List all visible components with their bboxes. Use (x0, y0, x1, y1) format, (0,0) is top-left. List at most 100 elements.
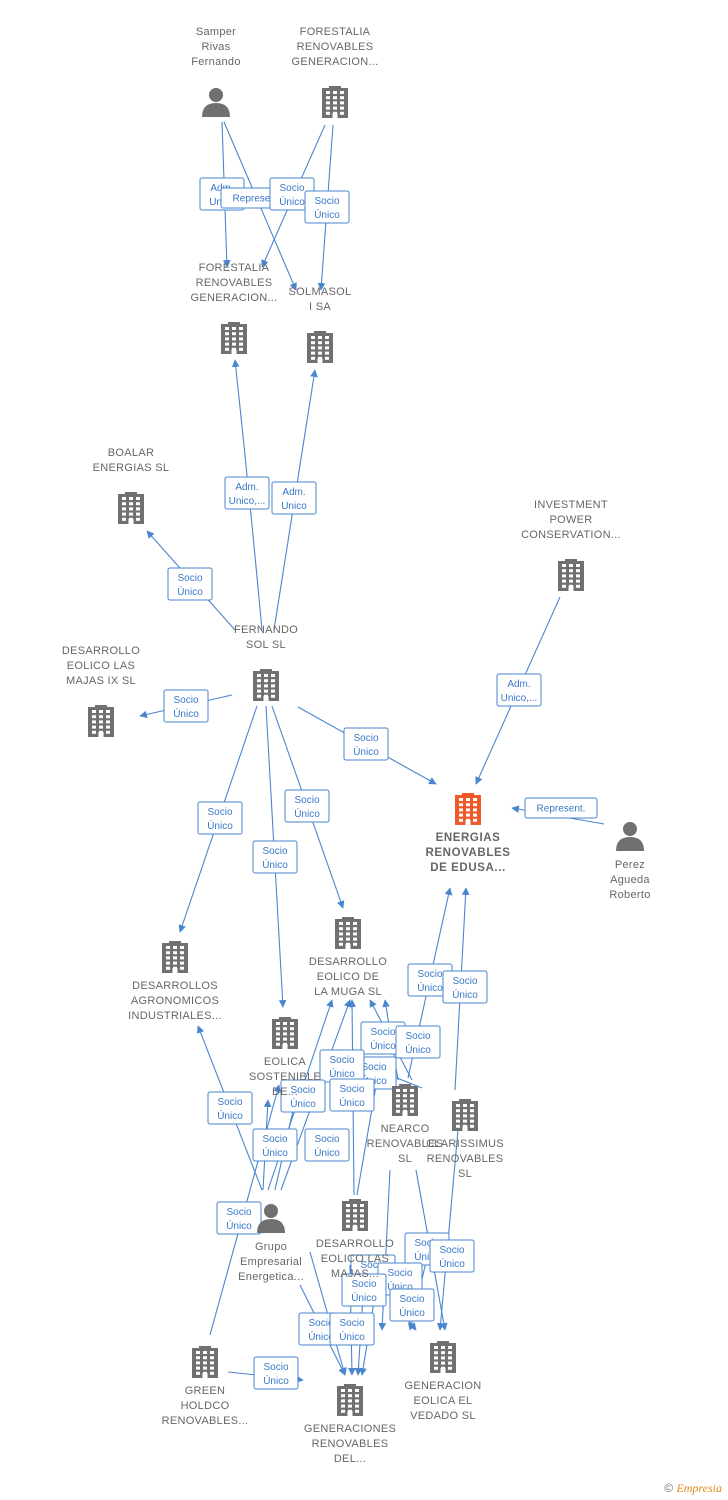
edge-label-text: Socio (314, 1134, 339, 1145)
edge-label-t9[interactable]: Adm.Unico,... (496, 673, 542, 707)
node-label-line: FERNANDO (234, 624, 298, 636)
edge-label-text: Único (217, 1109, 243, 1122)
node-eolica[interactable]: EOLICASOSTENIBLEDE... (249, 1017, 321, 1098)
node-label-line: HOLDCO (181, 1400, 230, 1412)
edge-label-text: Socio (314, 196, 339, 207)
building-icon (452, 1099, 478, 1131)
building-icon (192, 1346, 218, 1378)
edge-label-t11[interactable]: Represent. (524, 797, 598, 819)
edge-label-text: Socio (360, 1260, 385, 1271)
nodes-layer: SamperRivasFernandoFORESTALIARENOVABLESG… (62, 26, 650, 1465)
node-label-line: Empresarial (240, 1256, 302, 1268)
node-forestalia1[interactable]: FORESTALIARENOVABLESGENERACION... (291, 26, 378, 118)
edge-label-text: Único (370, 1039, 396, 1052)
node-label-line: RENOVABLES (425, 847, 510, 859)
node-agronomicos[interactable]: DESARROLLOSAGRONOMICOSINDUSTRIALES... (128, 941, 222, 1022)
edge-label-t5[interactable]: Adm.Unico,... (224, 476, 270, 510)
node-label-line: NEARCO (381, 1123, 430, 1135)
node-label-line: AGRONOMICOS (131, 995, 219, 1007)
edge-label-text: Socio (414, 1238, 439, 1249)
edge-label-text: Adm. (235, 482, 258, 493)
node-label-line: SL (458, 1168, 472, 1180)
edge-label-text: Socio (262, 846, 287, 857)
edge-arrow-31 (436, 1129, 459, 1331)
edge-label-text: Socio (387, 1268, 412, 1279)
person-icon (257, 1204, 285, 1233)
node-forestalia2[interactable]: FORESTALIARENOVABLESGENERACION... (190, 262, 277, 354)
edge-label-text: Unico (281, 501, 307, 512)
node-label-line: DESARROLLO (309, 956, 387, 968)
node-label-line: I SA (309, 301, 331, 313)
edge-label-text: Único (263, 1374, 289, 1387)
building-icon (430, 1341, 456, 1373)
node-label-line: EOLICA (264, 1056, 307, 1068)
node-label-line: POWER (549, 514, 592, 526)
node-investment[interactable]: INVESTMENTPOWERCONSERVATION... (521, 499, 621, 591)
edge-label-text: Único (339, 1096, 365, 1109)
edge-label-text: Socio (279, 183, 304, 194)
edge-label-t6[interactable]: Adm.Unico (271, 481, 317, 515)
edge-label-text: Socio (351, 1279, 376, 1290)
building-icon (88, 705, 114, 737)
node-solmasol[interactable]: SOLMASOL I SA (289, 286, 352, 363)
node-label-line: SOLMASOL (289, 286, 352, 298)
edge-label-text: Único (308, 1330, 334, 1343)
node-green[interactable]: GREENHOLDCORENOVABLES... (162, 1346, 249, 1427)
node-grupo[interactable]: GrupoEmpresarialEnergetica... (238, 1204, 304, 1283)
edge-label-text: Socio (226, 1207, 251, 1218)
node-label-line: DESARROLLOS (132, 980, 218, 992)
node-label-line: GREEN (185, 1385, 226, 1397)
node-label-line: SL (398, 1153, 412, 1165)
node-generaciones[interactable]: GENERACIONESRENOVABLESDEL... (304, 1384, 396, 1465)
node-label-line: VEDADO SL (410, 1410, 476, 1422)
node-label-line: DESARROLLO (62, 645, 140, 657)
edge-label-text: Único (405, 1043, 431, 1056)
node-label-line: BOALAR (108, 447, 154, 459)
edge-label-text: Socio (173, 695, 198, 706)
edge-label-text: Socio (294, 795, 319, 806)
edge-label-text: Socio (217, 1097, 242, 1108)
edge-label-text: Único (439, 1257, 465, 1270)
node-label-line: FORESTALIA (199, 262, 270, 274)
building-icon (253, 669, 279, 701)
edge-label-text: Único (294, 807, 320, 820)
building-icon (307, 331, 333, 363)
brand-logo[interactable]: Empresia (676, 1481, 722, 1495)
